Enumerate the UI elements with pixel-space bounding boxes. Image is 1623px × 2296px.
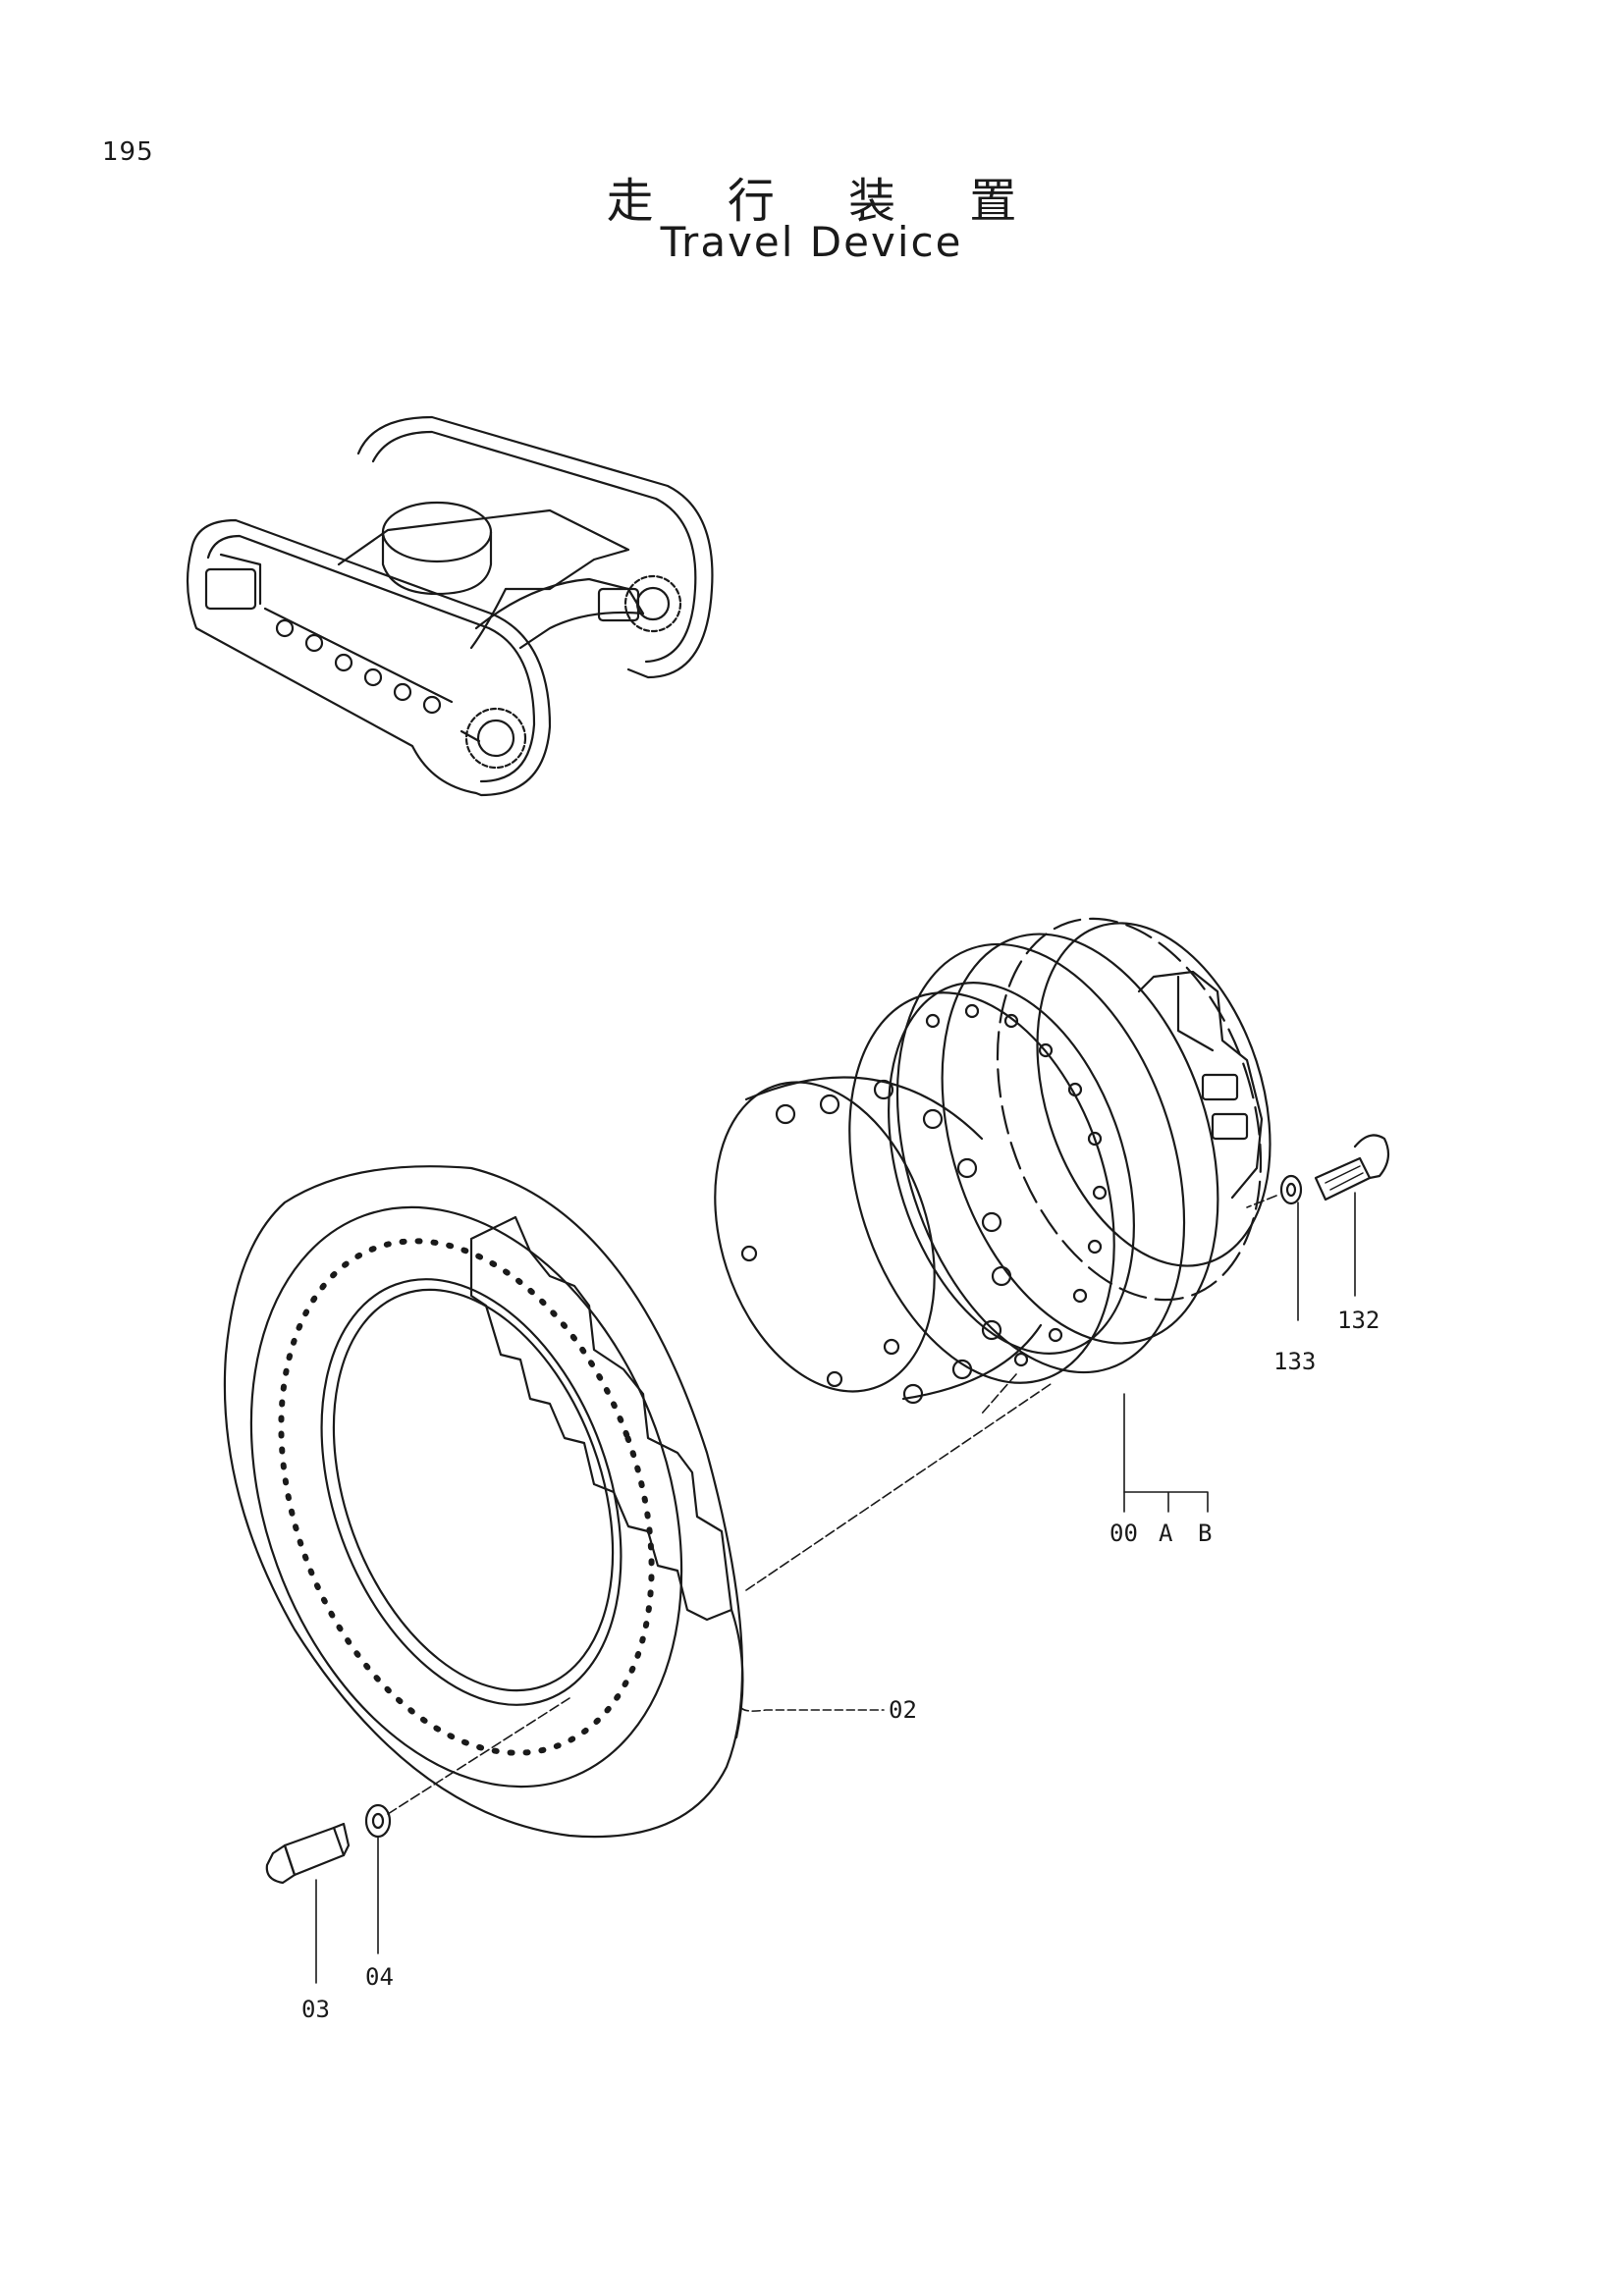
callout-132: 132 [1337, 1307, 1380, 1334]
callout-leaders [315, 1192, 1356, 1984]
callout-02: 02 [889, 1696, 917, 1724]
page-title-english: Travel Device [660, 218, 963, 266]
callout-04: 04 [365, 1963, 394, 1991]
flange-bolt-holes [925, 1003, 1108, 1367]
travel-motor-assembly [714, 917, 1271, 1405]
sprocket-icon [464, 574, 682, 770]
bolt-03 [265, 1822, 351, 1885]
leader-lines [387, 1195, 1277, 1815]
callout-b: B [1198, 1520, 1212, 1547]
washer-04 [364, 1803, 392, 1839]
track-rollers [263, 607, 454, 715]
sprocket-ring [223, 1165, 744, 1839]
motor-washer-133 [1279, 1174, 1303, 1205]
undercarriage-overview [186, 415, 714, 797]
motor-bolt-132 [1314, 1134, 1390, 1201]
cover-bolt-bosses [775, 1079, 1012, 1405]
callout-00: 00 [1109, 1520, 1138, 1547]
page-number: 195 [102, 137, 154, 167]
callout-03: 03 [301, 1996, 330, 2023]
page-title-japanese: 走 行 装 置 [606, 174, 1047, 229]
callout-a: A [1159, 1520, 1173, 1547]
callout-133: 133 [1273, 1348, 1316, 1375]
